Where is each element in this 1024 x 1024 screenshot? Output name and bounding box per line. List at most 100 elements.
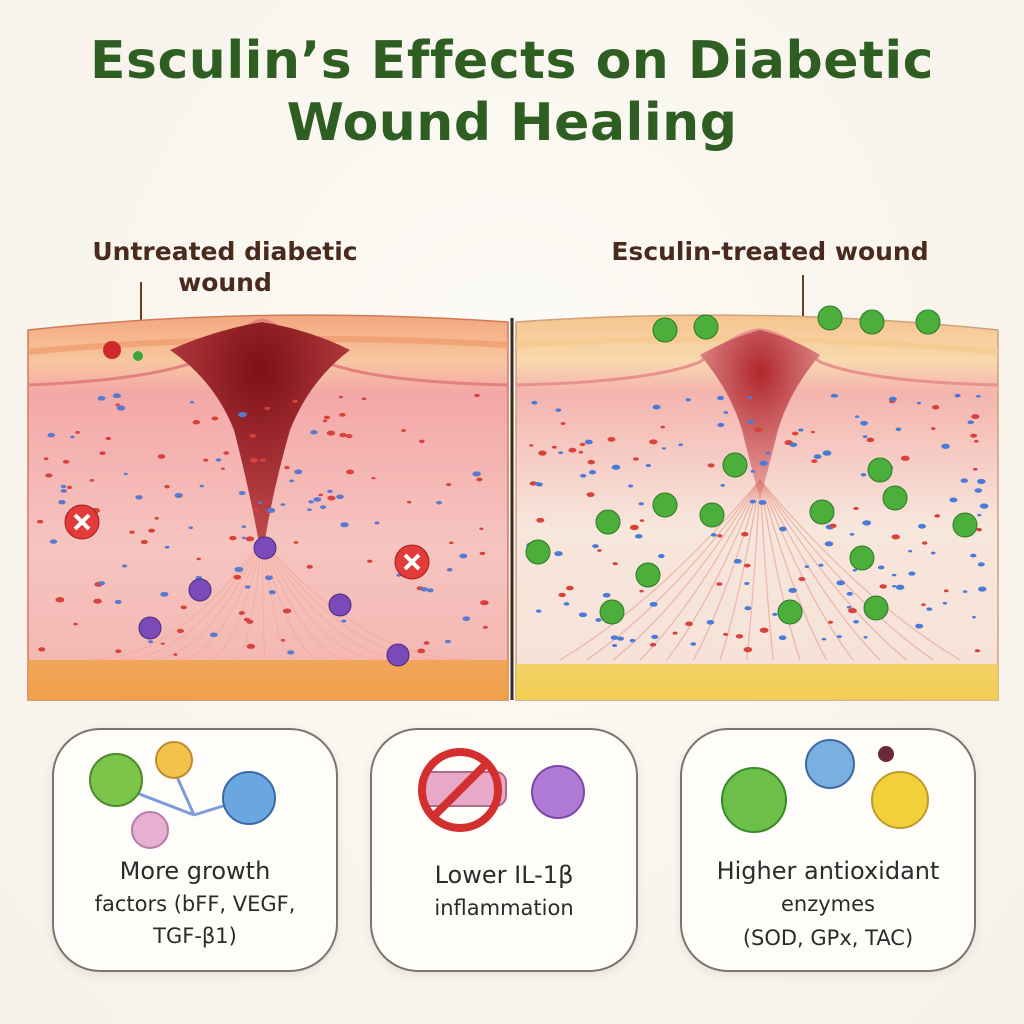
tissue-cell (717, 395, 724, 401)
growth-callout-line-2: factors (bFF, VEGF, (94, 892, 296, 916)
tissue-cell (860, 473, 867, 477)
tissue-cell (971, 615, 976, 619)
tissue-cell (789, 442, 798, 448)
inflammatory-cell (253, 536, 277, 560)
tissue-cell (479, 551, 486, 556)
tissue-cell (942, 601, 948, 605)
tissue-cell (735, 634, 744, 639)
tissue-cell (588, 470, 597, 475)
il1b-callout-line-1: Lower IL-1β (434, 861, 574, 889)
treated-wound-crater (700, 330, 820, 500)
tissue-cell (459, 553, 468, 559)
fiber-line (206, 539, 263, 661)
tissue-cell (268, 590, 276, 595)
tissue-cell (401, 429, 407, 432)
inflammatory-cell (138, 616, 162, 640)
tissue-cell (811, 459, 818, 464)
prohibited-sign-icon (418, 748, 502, 832)
tissue-cell (578, 450, 584, 454)
tissue-cell (529, 481, 538, 486)
fiber-line (759, 479, 774, 661)
tissue-cell (326, 430, 336, 436)
fiber-line (261, 539, 324, 661)
tissue-cell (979, 503, 989, 509)
tissue-cell (836, 580, 845, 586)
tissue-cell (717, 534, 723, 538)
tissue-cell (852, 568, 857, 572)
tissue-cell (706, 620, 715, 625)
tissue-cell (892, 585, 897, 588)
tissue-cell (249, 457, 258, 463)
tissue-cell (602, 592, 611, 598)
tissue-cell (660, 425, 666, 429)
tissue-cell (954, 393, 961, 398)
tissue-cell (123, 472, 128, 476)
tissue-cell (192, 420, 201, 425)
tissue-cell (970, 553, 977, 558)
tissue-cell (436, 500, 442, 505)
tissue-cell (827, 620, 834, 624)
tissue-cell (930, 427, 936, 430)
tissue-cell (779, 526, 787, 532)
tissue-cell (306, 564, 313, 569)
antioxidant-callout: Higher antioxidant enzymes (SOD, GPx, TA… (680, 728, 976, 972)
tissue-cell (891, 573, 897, 577)
tissue-cell (233, 574, 242, 580)
tissue-cell (164, 485, 170, 489)
tissue-cell (584, 439, 593, 445)
tissue-cell (293, 541, 299, 544)
tissue-cell (43, 457, 49, 461)
title-line-1: Esculin’s Effects on Diabetic (90, 31, 934, 91)
tissue-cell (223, 451, 230, 455)
tissue-cell (895, 427, 902, 432)
tissue-cell (176, 628, 184, 634)
tissue-cell (743, 563, 751, 568)
tissue-cell (652, 404, 661, 410)
tissue-cell (976, 394, 981, 398)
tissue-cell (888, 396, 897, 402)
tissue-cell (203, 458, 209, 462)
tissue-cell (758, 500, 767, 505)
tissue-cell (307, 508, 312, 512)
tissue-cell (345, 434, 353, 439)
tissue-cell (105, 436, 111, 441)
tissue-cell (632, 457, 639, 461)
tissue-cell (830, 393, 838, 398)
tissue-cell (164, 545, 170, 549)
tissue-cell (747, 420, 754, 424)
tissue-cell (115, 649, 122, 654)
fiber-line (719, 479, 761, 661)
tissue-cell (339, 412, 346, 417)
tissue-cell (921, 541, 928, 545)
tissue-cell (931, 405, 940, 410)
tissue-cell (908, 549, 913, 553)
esculin-molecule (635, 562, 661, 588)
tissue-cell (308, 500, 314, 504)
antioxidant-callout-line-1: Higher antioxidant (716, 857, 940, 885)
tissue-cell (685, 398, 691, 402)
tissue-cell (744, 606, 752, 611)
tissue-cell (558, 592, 566, 598)
untreated-leader-line (140, 282, 142, 342)
tissue-cell (482, 625, 488, 629)
fiber-line (559, 479, 761, 661)
tissue-cell (587, 459, 595, 465)
tissue-cell (115, 403, 120, 407)
fiber-line (261, 539, 471, 661)
untreated-tissue-panel (27, 314, 509, 701)
tissue-cell (238, 611, 245, 615)
tissue-cell (266, 507, 276, 513)
tissue-cell (943, 589, 949, 593)
tissue-cell (629, 638, 636, 643)
tissue-cell (75, 430, 80, 434)
tissue-cell (446, 567, 453, 572)
tissue-cell (49, 539, 58, 544)
il1b-inhibition-icon (418, 748, 585, 832)
tissue-cell (926, 607, 933, 611)
fiber-line (692, 479, 761, 661)
tissue-cell (284, 465, 290, 470)
tissue-cell (672, 631, 678, 635)
esculin-molecule (817, 305, 843, 331)
tissue-cell (568, 447, 577, 453)
tissue-cell (341, 619, 347, 623)
